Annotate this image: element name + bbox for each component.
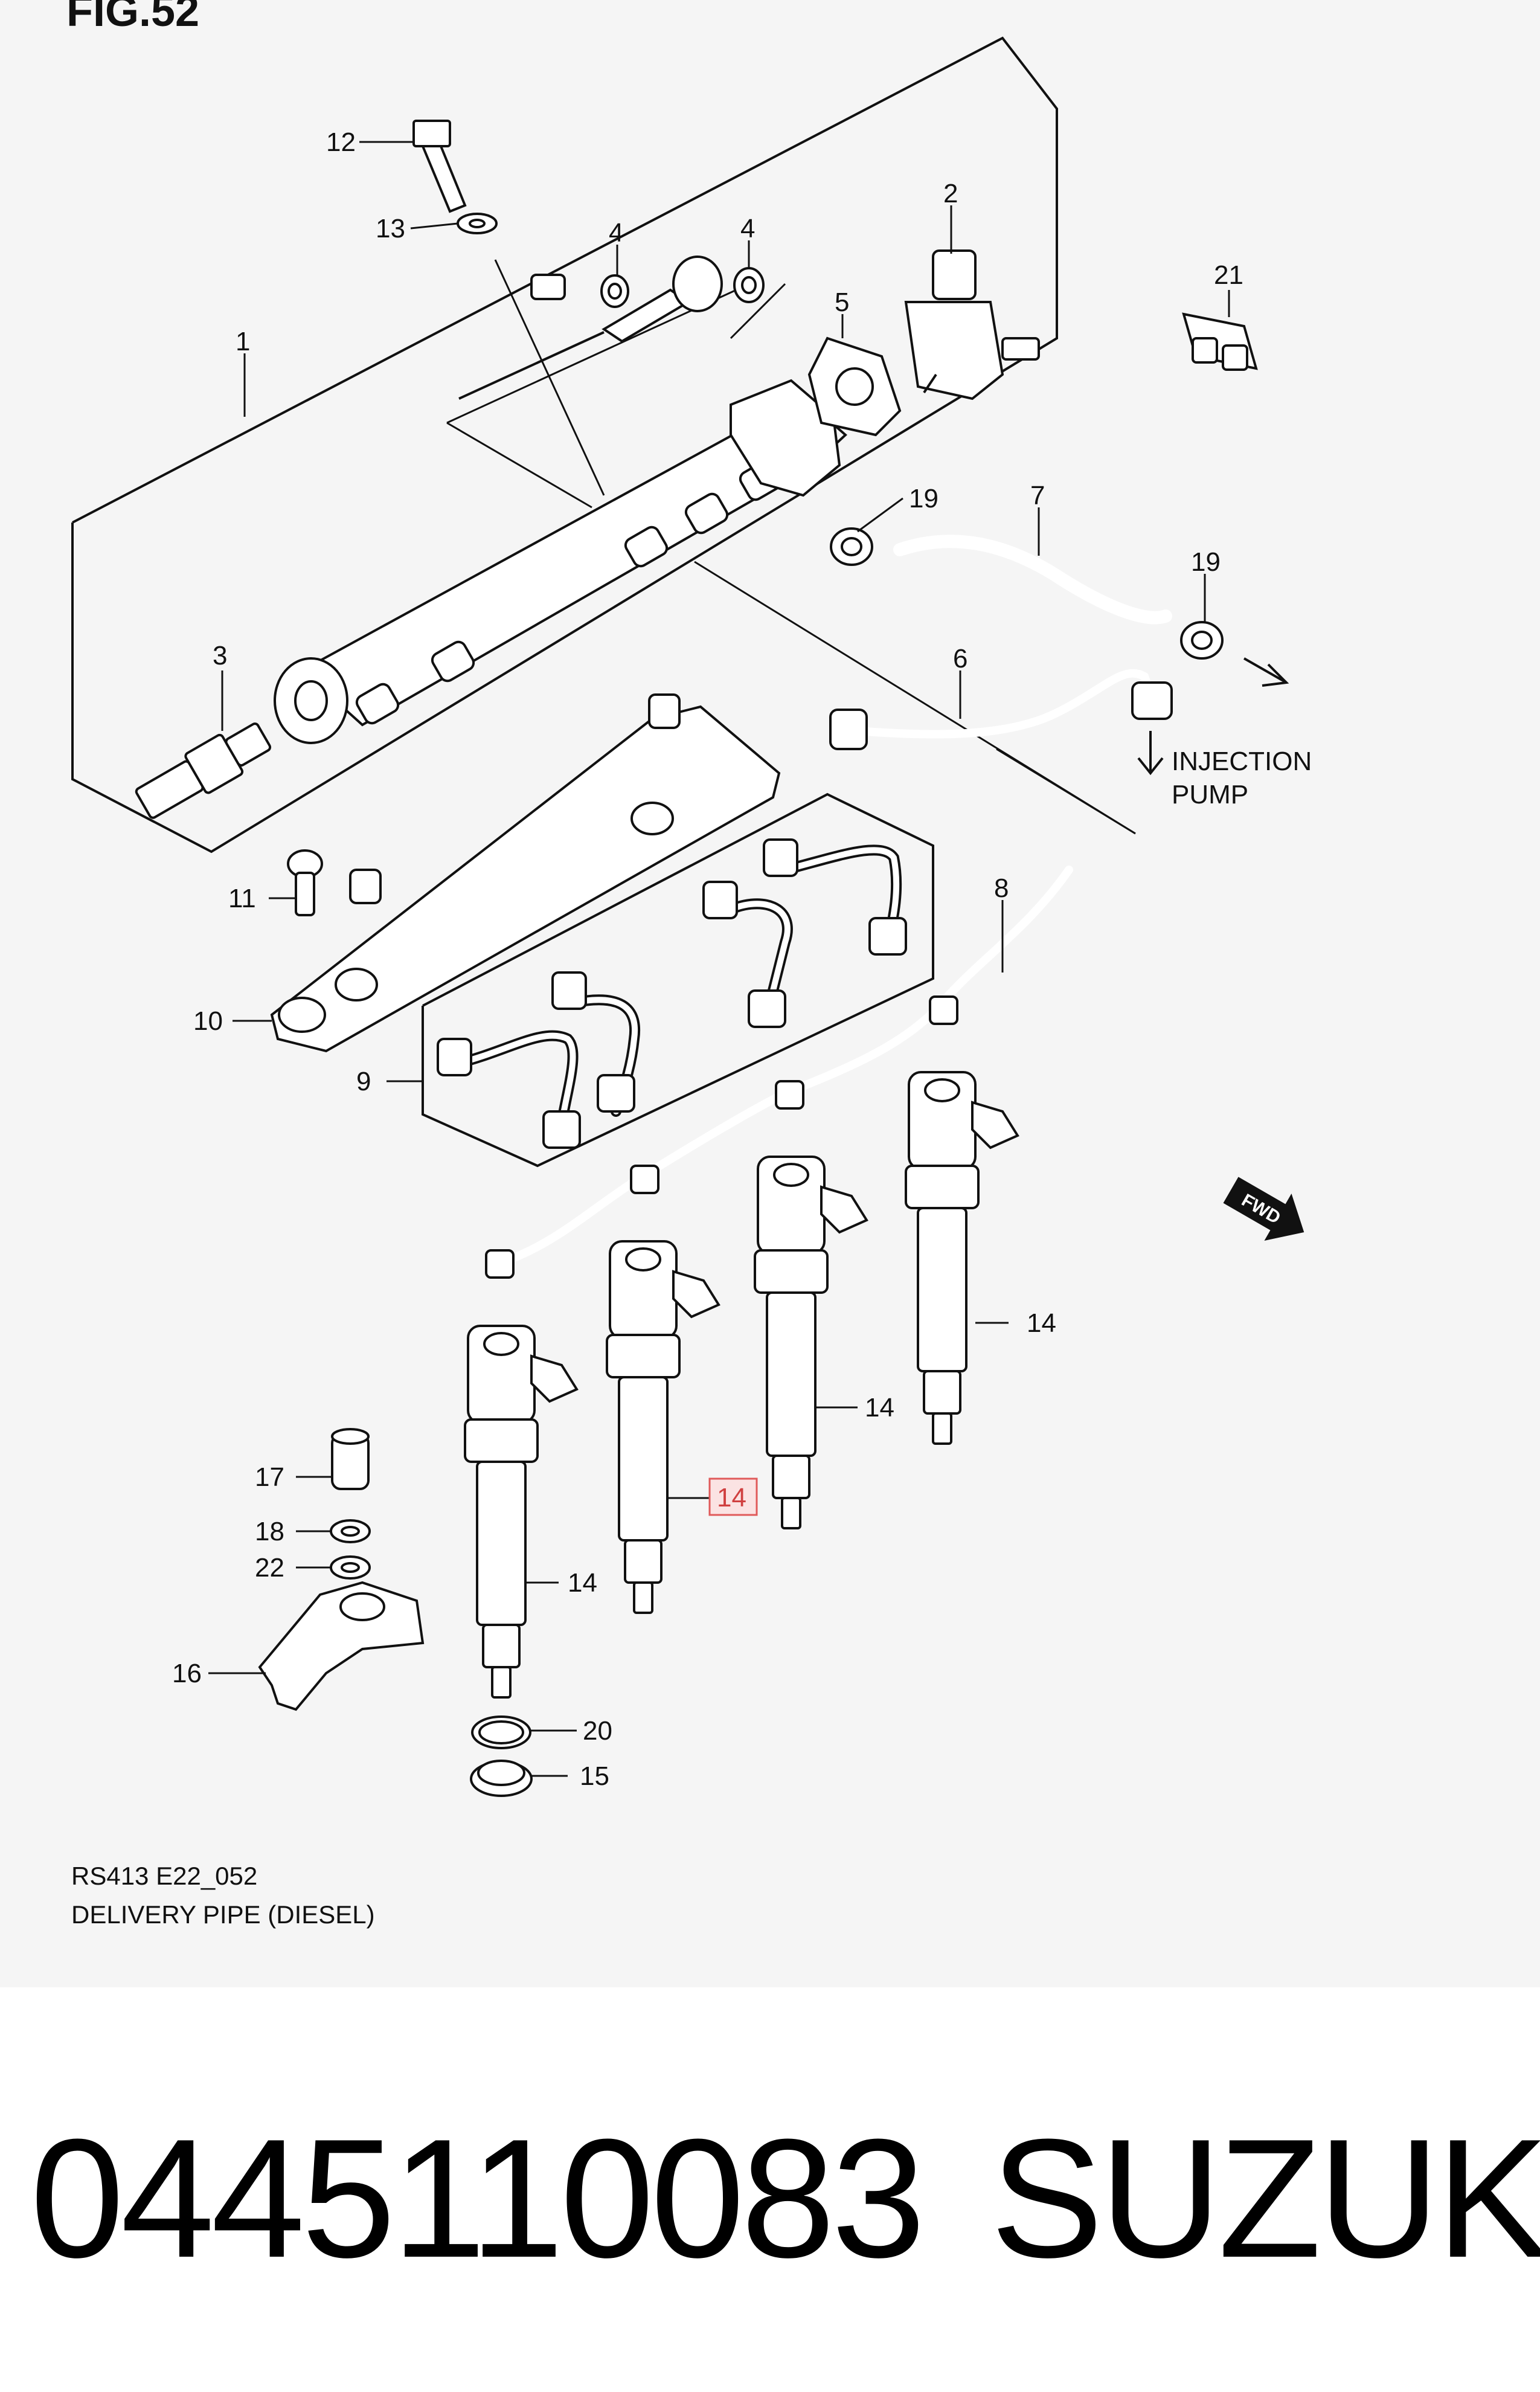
- pipe-6-nut-b: [1131, 681, 1173, 720]
- washer-22: [330, 1555, 371, 1580]
- brand-name: SUZUKI: [990, 2104, 1540, 2293]
- bolt-12: [412, 120, 467, 213]
- rail-pressure-sensor: [135, 722, 272, 819]
- washer-13: [457, 213, 498, 234]
- banjo-fitting: [458, 256, 765, 400]
- callout-22: 22: [255, 1553, 284, 1583]
- gasket-5-hole: [835, 367, 874, 406]
- callout-5: 5: [835, 288, 849, 317]
- callout-11: 11: [228, 884, 256, 913]
- injector-2: [606, 1240, 720, 1614]
- rail-outlets: [355, 459, 783, 725]
- injector-1: [464, 1325, 579, 1699]
- callout-14-highlighted: 14: [717, 1483, 746, 1513]
- rail-assembly-outline: [71, 36, 1058, 854]
- seal-15: [470, 1760, 533, 1797]
- injection-pipe-nuts: [437, 838, 907, 1149]
- highlight-box: [708, 1477, 758, 1516]
- hose-clamp-19b: [1180, 621, 1224, 660]
- callout-13: 13: [376, 214, 405, 243]
- callout-17: 17: [255, 1462, 284, 1492]
- screw-11: [287, 849, 323, 916]
- callout-4b: 4: [740, 214, 755, 243]
- injection-pump-label-line1: INJECTION: [1172, 747, 1312, 776]
- callout-19b: 19: [1191, 547, 1221, 577]
- callout-2: 2: [943, 179, 958, 208]
- injection-pump-arrow-icon: [1137, 731, 1164, 776]
- sleeve-17: [331, 1428, 370, 1490]
- callout-21: 21: [1214, 260, 1243, 290]
- injection-pump-label-line2: PUMP: [1172, 780, 1248, 809]
- leader-lines: [446, 259, 1136, 835]
- pressure-regulator: [904, 249, 1040, 400]
- return-arrow-icon: [1243, 657, 1289, 687]
- callout-1: 1: [236, 327, 250, 356]
- callout-8: 8: [994, 873, 1009, 903]
- diagram-panel: FIG.52: [66, 0, 1312, 1929]
- rail-end-flange: [730, 379, 841, 497]
- part-number: 0445110083: [30, 2104, 925, 2293]
- callout-10: 10: [193, 1006, 223, 1036]
- figure-code: RS413 E22_052: [71, 1862, 258, 1890]
- callout-20: 20: [583, 1716, 612, 1746]
- callout-14a: 14: [1027, 1308, 1056, 1338]
- pipe-6-nut-a: [829, 709, 868, 750]
- callout-4a: 4: [609, 218, 623, 248]
- callout-19a: 19: [909, 484, 938, 513]
- callout-14d: 14: [568, 1568, 597, 1598]
- leak-off-connectors: [485, 995, 958, 1279]
- washer-18: [330, 1519, 371, 1543]
- bracket-10-hole: [278, 997, 326, 1033]
- figure-name: DELIVERY PIPE (DIESEL): [71, 1900, 375, 1929]
- callout-9: 9: [356, 1067, 371, 1096]
- callout-leaders: [208, 141, 1230, 1777]
- callout-6: 6: [953, 644, 967, 674]
- callout-labels: 1 2 3 4 4 5 6 7 8 9 10 11 12 13 14 14 14…: [172, 127, 1243, 1791]
- fwd-arrow-icon: FWD: [1223, 1177, 1304, 1241]
- hose-clamp-19a: [830, 527, 873, 566]
- clip-21: [1182, 312, 1258, 371]
- pipe-set-outline: [422, 793, 934, 1168]
- exploded-parts-diagram: FWD: [71, 36, 1312, 1797]
- callout-18: 18: [255, 1517, 284, 1546]
- o-ring-20: [471, 1715, 531, 1749]
- callout-12: 12: [326, 127, 356, 157]
- injector-4: [905, 1071, 1019, 1445]
- figure-title: FIG.52: [66, 0, 200, 36]
- callout-3: 3: [213, 641, 227, 670]
- callout-15: 15: [580, 1761, 609, 1791]
- callout-14b: 14: [865, 1393, 894, 1423]
- callout-7: 7: [1030, 481, 1045, 510]
- callout-16: 16: [172, 1659, 202, 1688]
- injector-3: [754, 1156, 868, 1529]
